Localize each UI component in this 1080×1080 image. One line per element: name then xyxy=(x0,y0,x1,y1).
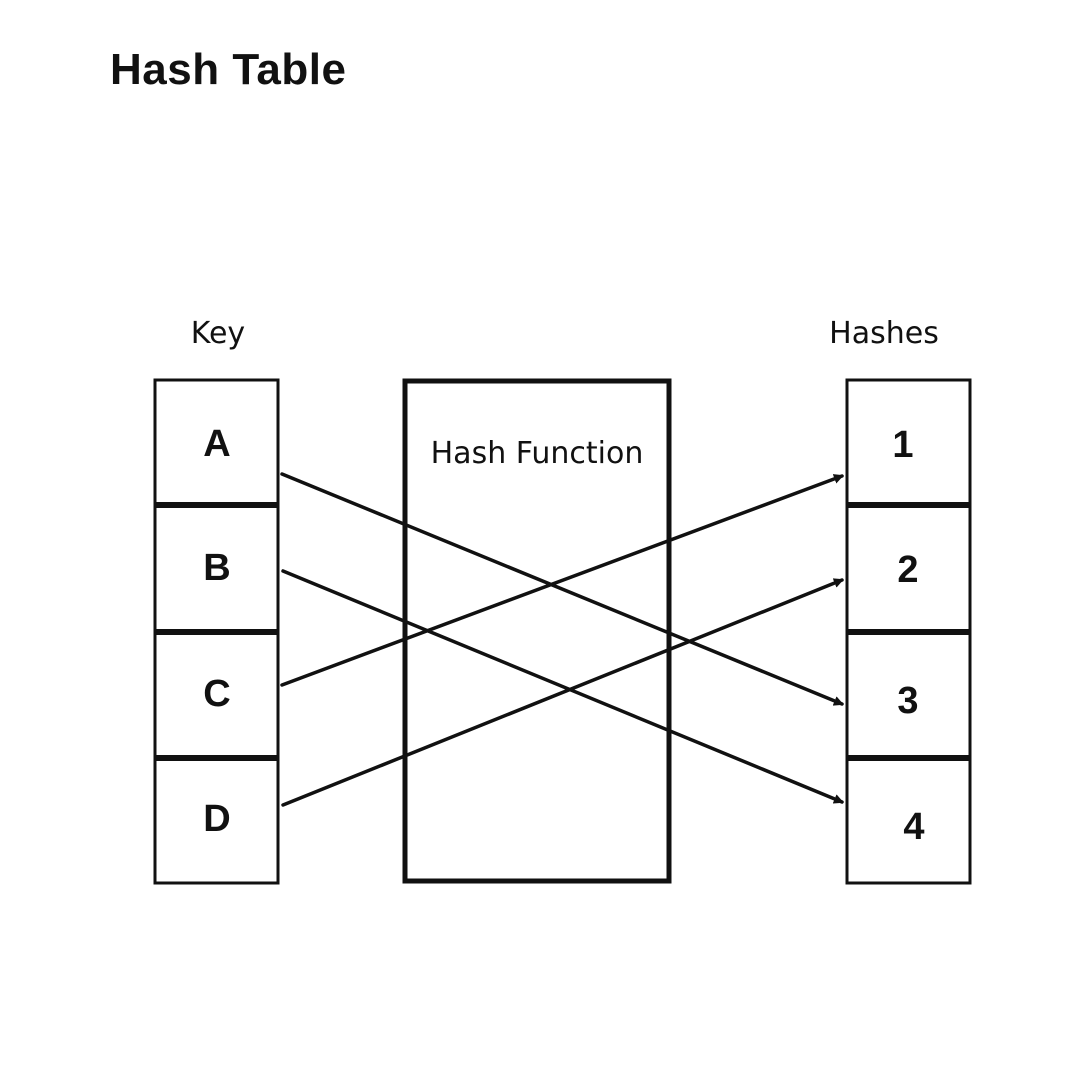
key-cell-a: A xyxy=(203,423,230,465)
hash-cell-3: 3 xyxy=(897,680,918,722)
hash-function-box xyxy=(402,378,672,884)
mapping-arrows xyxy=(280,472,844,807)
key-divider xyxy=(155,755,278,761)
hash-function-label: Hash Function xyxy=(431,436,644,471)
key-divider xyxy=(155,629,278,635)
key-cell-c: C xyxy=(203,673,230,715)
key-cell-d: D xyxy=(203,798,230,840)
hash-divider xyxy=(847,629,970,635)
key-cell-b: B xyxy=(203,547,230,589)
hash-divider xyxy=(847,755,970,761)
hashes-column: 1 2 3 4 xyxy=(845,378,972,885)
hash-cell-2: 2 xyxy=(897,549,918,591)
key-divider xyxy=(155,502,278,508)
hashes-column-label: Hashes xyxy=(829,316,939,351)
arrow-d-to-2 xyxy=(281,578,844,807)
arrow-a-to-3 xyxy=(280,472,844,706)
page-title: Hash Table xyxy=(110,45,347,94)
arrow-b-to-4 xyxy=(281,569,844,804)
hash-cell-4: 4 xyxy=(903,806,924,848)
key-column: A B C D xyxy=(153,378,280,885)
hash-cell-1: 1 xyxy=(892,424,913,466)
arrow-c-to-1 xyxy=(280,474,844,687)
hash-divider xyxy=(847,502,970,508)
key-column-label: Key xyxy=(191,316,245,351)
